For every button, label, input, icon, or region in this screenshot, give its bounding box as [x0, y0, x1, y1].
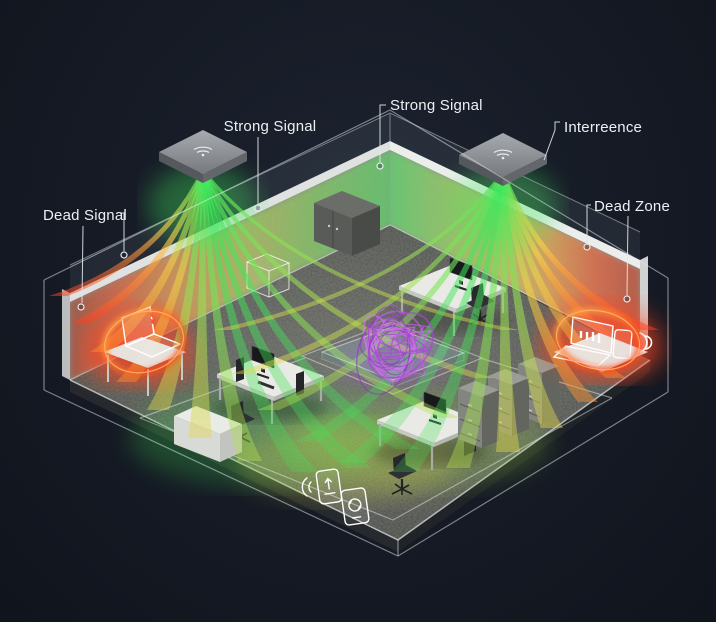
leader-dead-zone	[586, 204, 629, 296]
leader-dead-signal	[81, 212, 125, 304]
signal-ray	[116, 171, 206, 382]
leader-lines	[81, 104, 629, 304]
interference-tangle	[356, 304, 434, 395]
label-strong-signal-top: Strong Signal	[390, 97, 483, 114]
wifi-signal-bars	[579, 331, 601, 343]
signal-ray	[500, 173, 563, 428]
glow-ring-core	[555, 309, 641, 371]
dead-spot-right	[552, 308, 653, 372]
tangle-scribble	[380, 323, 432, 375]
access-point-right	[459, 133, 547, 186]
label-dead-signal: Dead Signal	[43, 207, 127, 224]
phone-icon	[612, 328, 633, 360]
glow-ring-core	[103, 310, 185, 374]
label-interference: Interreence	[564, 119, 642, 136]
annotations: Strong Signal Strong Signal Interreence …	[43, 97, 670, 311]
signal-ray	[391, 173, 506, 472]
dead-spot-left	[102, 306, 186, 396]
keyboard	[257, 380, 275, 390]
leader-dots	[77, 162, 631, 311]
floor-devices	[301, 468, 370, 526]
access-point-left	[159, 130, 247, 183]
signal-ray	[147, 171, 206, 410]
signal-waves-icon	[639, 332, 653, 353]
label-strong-signal-left: Strong Signal	[224, 118, 317, 135]
wifi-icon	[493, 149, 513, 160]
signal-ray	[200, 171, 318, 472]
laptop-status-lights	[150, 312, 155, 325]
leader-interference	[543, 121, 560, 161]
speaker-right	[296, 371, 304, 396]
left-wall-end	[62, 289, 70, 380]
wifi-icon	[193, 146, 213, 157]
wifi-waves-icon	[301, 477, 312, 497]
leader-strong-signal-top	[379, 104, 386, 162]
glass-vertical-edges	[43, 278, 669, 556]
glass-case-outline	[43, 109, 669, 557]
glass-top-rim	[43, 109, 669, 281]
side-table-top	[104, 337, 186, 368]
storage-cabinet	[314, 191, 380, 256]
signal-ray	[496, 173, 520, 452]
signal-ray	[188, 171, 212, 438]
phone-upload-icon	[315, 468, 343, 505]
tangle-scribble	[367, 320, 430, 361]
signal-rays-right	[213, 173, 659, 472]
glass-base-rim	[43, 389, 669, 557]
phone-sync-icon	[340, 487, 370, 526]
label-dead-zone: Dead Zone	[594, 198, 670, 215]
